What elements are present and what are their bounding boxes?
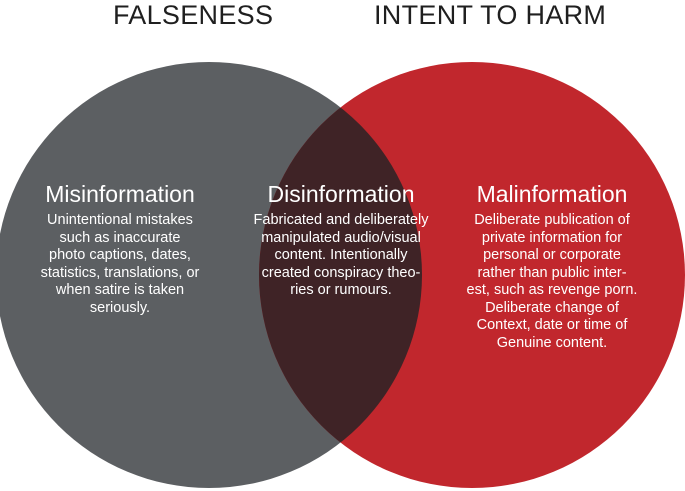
desc-line: seriously. [89,299,151,316]
desc-line: such as inaccurate [59,229,181,246]
disinformation-title: Disinformation [267,181,415,207]
desc-line: statistics, translations, or [40,264,200,281]
desc-line: rather than public inter- [477,264,627,281]
desc-line: when satire is taken [55,282,185,298]
desc-line: Genuine content. [496,334,608,351]
desc-line: ries or rumours. [290,282,392,298]
misinformation-block: Misinformation Unintentional mistakes su… [30,180,210,317]
desc-line: Deliberate publication of [474,212,630,228]
desc-line: Context, date or time of [476,317,628,333]
desc-line: est, such as revenge porn. [466,282,638,298]
overlap-region [259,62,422,488]
disinformation-block: Disinformation Fabricated and deliberate… [240,180,442,300]
misinformation-title: Misinformation [45,181,195,207]
disinformation-description: Fabricated and deliberately manipulated … [240,212,442,300]
intent-to-harm-heading: INTENT TO HARM [374,0,607,30]
falseness-heading: FALSENESS [113,0,274,30]
desc-line: content. Intentionally [274,247,408,263]
desc-line: manipulated audio/visual [261,229,421,246]
desc-line: private information for [481,229,623,246]
desc-line: created conspiracy theo- [261,264,421,281]
malinformation-description: Deliberate publication of private inform… [456,212,648,352]
misinformation-description: Unintentional mistakes such as inaccurat… [30,212,210,317]
desc-line: photo captions, dates, [49,247,191,263]
malinformation-block: Malinformation Deliberate publication of… [456,180,648,352]
desc-line: Unintentional mistakes [47,212,193,228]
malinformation-title: Malinformation [476,181,628,207]
desc-line: personal or corporate [483,247,621,263]
desc-line: Fabricated and deliberately [253,212,429,228]
desc-line: Deliberate change of [485,299,619,316]
